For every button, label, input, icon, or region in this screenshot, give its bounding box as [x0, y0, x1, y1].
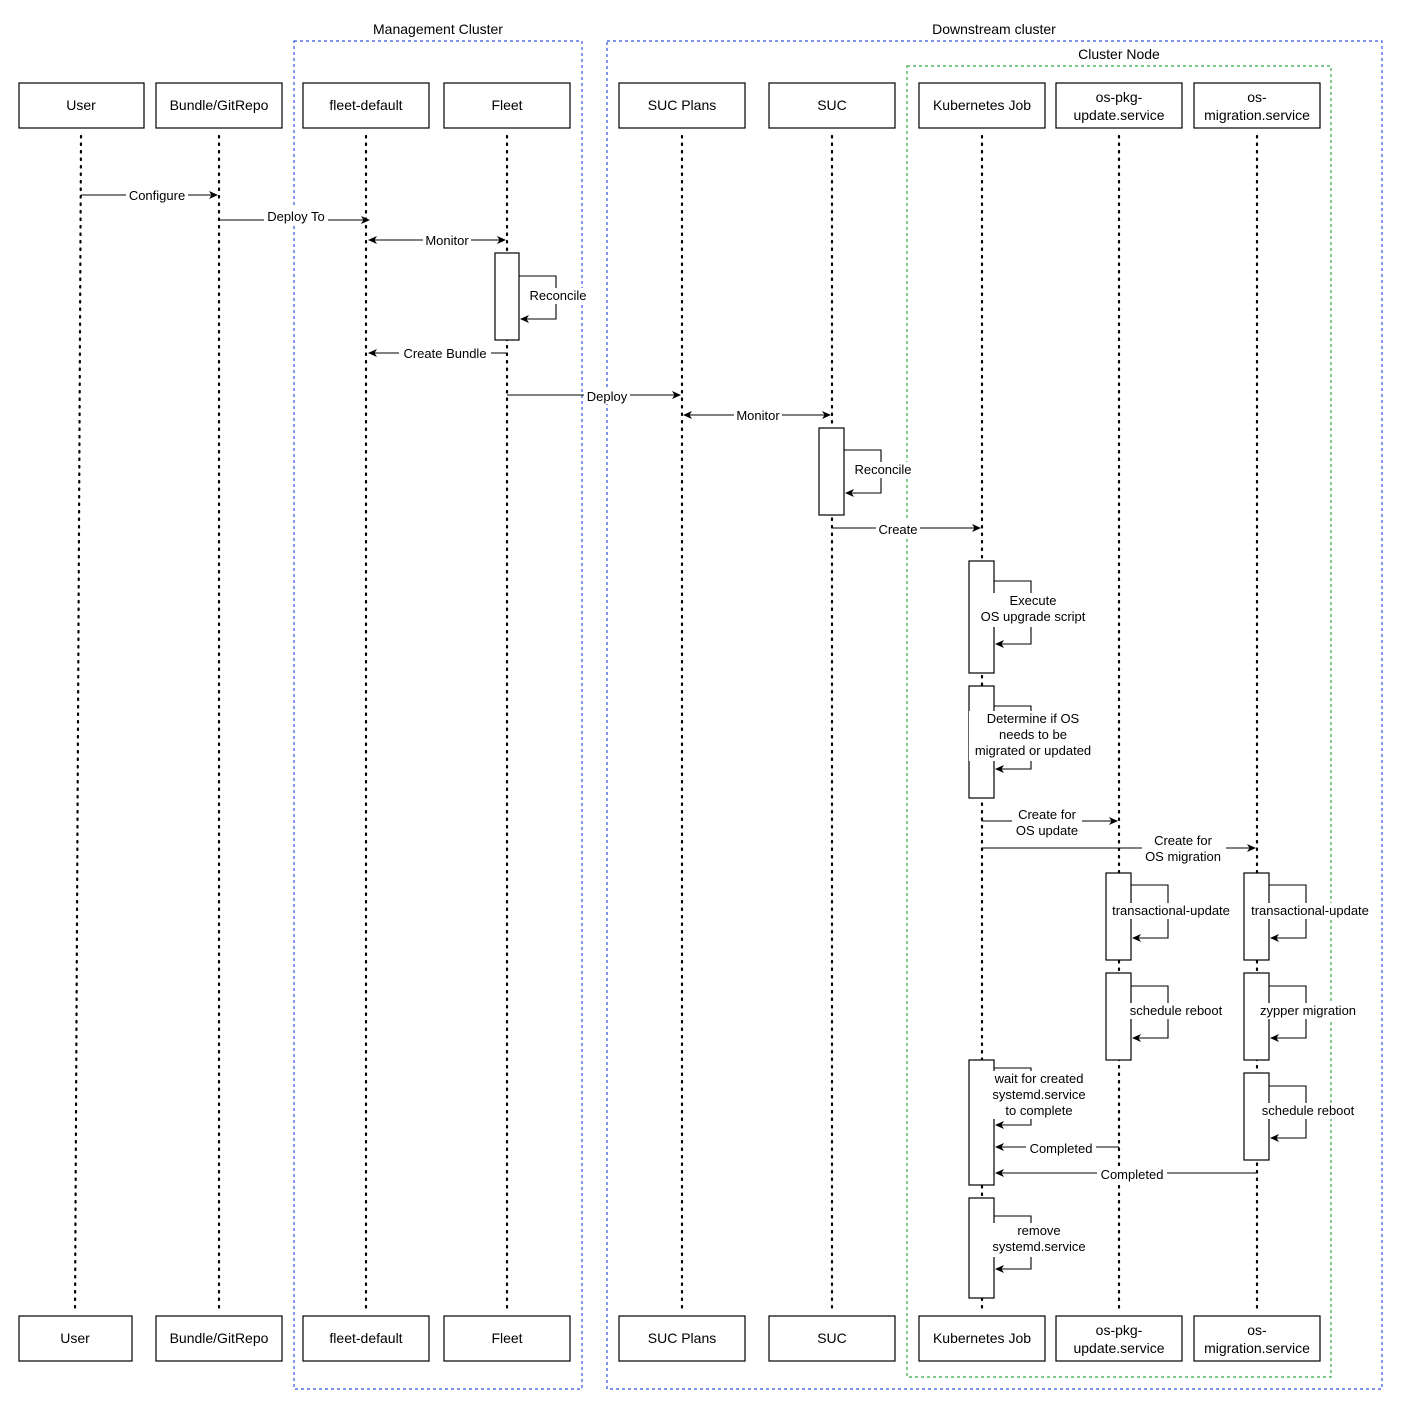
participant-os-pkg-update-bottom: os-pkg-update.service: [1055, 1315, 1183, 1362]
svg-text:Monitor: Monitor: [736, 408, 780, 423]
participant-os-pkg-update-top: os-pkg-update.service: [1055, 82, 1183, 129]
participant-os-migration-bottom: os-migration.service: [1193, 1315, 1321, 1362]
svg-text:SUC: SUC: [817, 97, 847, 113]
cluster-node-frame: [906, 65, 1332, 1378]
downstream-cluster-label: Downstream cluster: [932, 21, 1056, 37]
self-call-pkg-schedule-reboot: schedule reboot: [1126, 985, 1226, 1042]
self-call-mig-transactional-update: transactional-update: [1246, 884, 1374, 942]
svg-text:Create Bundle: Create Bundle: [403, 346, 486, 361]
participant-suc-plans-top: SUC Plans: [618, 82, 746, 129]
svg-text:schedule reboot: schedule reboot: [1262, 1103, 1355, 1118]
participant-fleet-default-bottom: fleet-default: [302, 1315, 430, 1362]
svg-text:transactional-update: transactional-update: [1251, 903, 1369, 918]
participant-bundle-bottom: Bundle/GitRepo: [155, 1315, 283, 1362]
participant-fleet-default-top: fleet-default: [302, 82, 430, 129]
activation-suc: [818, 427, 845, 516]
svg-text:schedule reboot: schedule reboot: [1130, 1003, 1223, 1018]
svg-text:fleet-default: fleet-default: [329, 97, 402, 113]
activation-fleet: [494, 252, 520, 341]
message-configure: Configure: [81, 187, 218, 203]
message-create: Create: [832, 521, 981, 537]
svg-text:Fleet: Fleet: [491, 1330, 522, 1346]
svg-text:Bundle/GitRepo: Bundle/GitRepo: [170, 97, 269, 113]
svg-text:Create: Create: [878, 522, 917, 537]
svg-text:zypper migration: zypper migration: [1260, 1003, 1356, 1018]
participant-fleet-top: Fleet: [443, 82, 571, 129]
participant-fleet-bottom: Fleet: [443, 1315, 571, 1362]
svg-text:Completed: Completed: [1030, 1141, 1093, 1156]
svg-text:SUC Plans: SUC Plans: [648, 1330, 716, 1346]
svg-text:transactional-update: transactional-update: [1112, 903, 1230, 918]
participant-os-migration-top: os-migration.service: [1193, 82, 1321, 129]
svg-text:SUC Plans: SUC Plans: [648, 97, 716, 113]
svg-text:Kubernetes Job: Kubernetes Job: [933, 1330, 1031, 1346]
svg-text:Reconcile: Reconcile: [854, 462, 911, 477]
message-deploy: Deploy: [507, 388, 681, 404]
svg-text:os-migration.service: os-migration.service: [1204, 89, 1310, 123]
svg-text:User: User: [66, 97, 96, 113]
downstream-cluster-frame: [606, 40, 1383, 1390]
svg-text:Bundle/GitRepo: Bundle/GitRepo: [170, 1330, 269, 1346]
message-completed-migration: Completed: [995, 1166, 1257, 1182]
message-monitor-fleet: Monitor: [368, 232, 506, 248]
participant-bundle-top: Bundle/GitRepo: [155, 82, 283, 129]
self-call-pkg-transactional-update: transactional-update: [1107, 884, 1235, 942]
participant-suc-bottom: SUC: [768, 1315, 896, 1362]
cluster-node-label: Cluster Node: [1078, 46, 1160, 62]
self-call-zypper-migration: zypper migration: [1256, 985, 1360, 1042]
participant-suc-plans-bottom: SUC Plans: [618, 1315, 746, 1362]
participant-suc-top: SUC: [768, 82, 896, 129]
self-call-mig-schedule-reboot: schedule reboot: [1257, 1085, 1359, 1142]
participant-user-top: User: [18, 82, 145, 129]
svg-text:Configure: Configure: [129, 188, 185, 203]
participant-kubernetes-job-top: Kubernetes Job: [918, 82, 1046, 129]
svg-text:User: User: [60, 1330, 90, 1346]
management-cluster-label: Management Cluster: [373, 21, 503, 37]
message-deploy-to: Deploy To: [219, 208, 370, 224]
activation-job-wait: [968, 1059, 995, 1186]
svg-text:Monitor: Monitor: [425, 233, 469, 248]
svg-text:os-pkg-update.service: os-pkg-update.service: [1073, 1322, 1164, 1356]
svg-text:Fleet: Fleet: [491, 97, 522, 113]
lifeline-user: [73, 134, 83, 1314]
svg-text:os-migration.service: os-migration.service: [1204, 1322, 1310, 1356]
svg-text:Reconcile: Reconcile: [529, 288, 586, 303]
self-call-fleet-reconcile: Reconcile: [519, 275, 589, 323]
svg-text:Completed: Completed: [1101, 1167, 1164, 1182]
participant-kubernetes-job-bottom: Kubernetes Job: [918, 1315, 1046, 1362]
svg-text:fleet-default: fleet-default: [329, 1330, 402, 1346]
svg-text:Kubernetes Job: Kubernetes Job: [933, 97, 1031, 113]
svg-text:Deploy: Deploy: [587, 389, 628, 404]
svg-text:os-pkg-update.service: os-pkg-update.service: [1073, 89, 1164, 123]
message-monitor-suc: Monitor: [683, 407, 831, 423]
participant-user-bottom: User: [18, 1315, 133, 1362]
self-call-suc-reconcile: Reconcile: [844, 449, 915, 497]
message-create-bundle: Create Bundle: [368, 345, 507, 361]
svg-text:Deploy To: Deploy To: [267, 209, 325, 224]
management-cluster-frame: [293, 40, 583, 1390]
message-completed-pkg: Completed: [995, 1140, 1119, 1156]
svg-text:SUC: SUC: [817, 1330, 847, 1346]
